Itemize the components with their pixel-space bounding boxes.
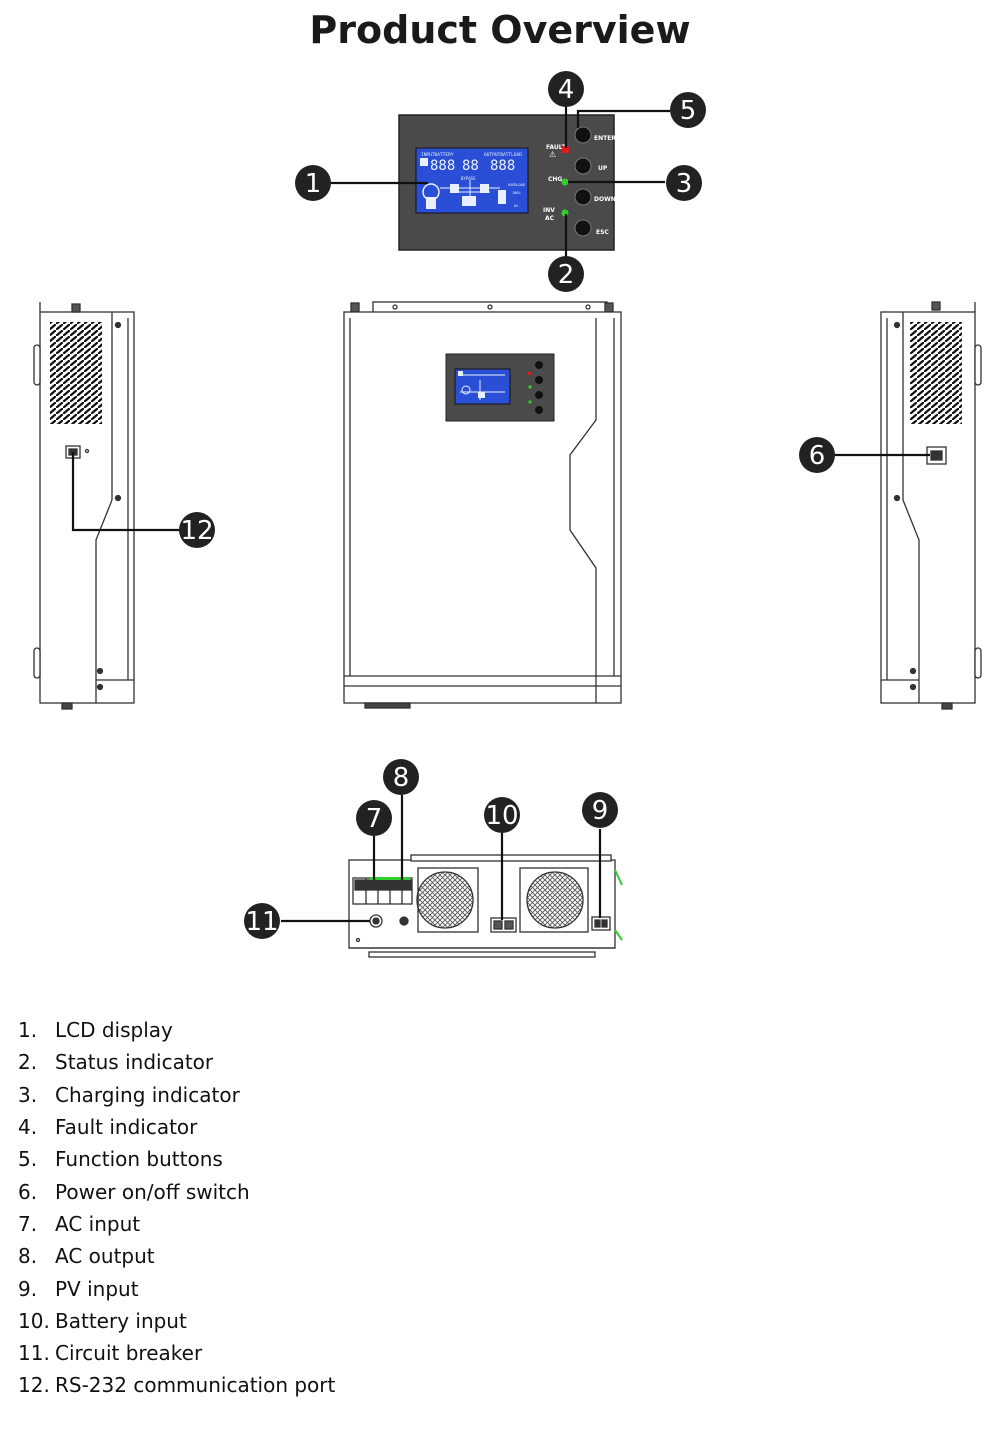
callout-9: 9	[582, 792, 618, 828]
ac-terminal-block	[352, 877, 413, 905]
lcd-load-icon	[498, 190, 506, 204]
svg-text:4: 4	[558, 75, 575, 105]
svg-text:11: 11	[245, 907, 278, 937]
left-side-view	[33, 302, 135, 710]
callout-8: 8	[383, 759, 419, 795]
legend-item: 12.RS-232 communication port	[18, 1373, 336, 1398]
right-side-view	[880, 301, 982, 710]
callout-7: 7	[356, 800, 392, 836]
bottom-view	[348, 854, 623, 958]
svg-text:10: 10	[485, 801, 518, 831]
fan-left	[416, 871, 474, 929]
svg-text:1: 1	[305, 169, 322, 199]
inv-led-label: INV	[543, 207, 555, 214]
legend-item: 4.Fault indicator	[18, 1115, 198, 1140]
callout-11: 11	[244, 903, 280, 939]
front-control-panel	[445, 353, 555, 422]
product-diagram: INPUTBATTERY OUTPUTBATTLOAD 888 88 888 B…	[33, 71, 982, 958]
down-button[interactable]	[574, 188, 592, 206]
charging-led	[561, 178, 569, 186]
fault-led	[562, 146, 569, 153]
callout-leaders-top	[330, 106, 670, 258]
fan-right	[526, 871, 584, 929]
legend-item: 9.PV input	[18, 1276, 139, 1301]
callout-leader-12	[71, 452, 183, 532]
lcd-input-battery-label: INPUTBATTERY	[421, 152, 454, 158]
lcd-inverter-icon	[450, 184, 459, 193]
lcd-digits-left: 888	[430, 158, 455, 174]
left-vent-grille	[50, 322, 102, 424]
right-vent-grille	[910, 322, 962, 424]
svg-text:5: 5	[680, 96, 697, 126]
legend-item: 3.Charging indicator	[18, 1082, 240, 1107]
lcd-pct-0: 0%	[514, 204, 519, 208]
svg-text:8: 8	[393, 763, 410, 793]
callout-2: 2	[548, 256, 584, 292]
callout-1: 1	[295, 165, 331, 201]
callout-5: 5	[670, 92, 706, 128]
lcd-pct-100: 100%	[512, 191, 521, 195]
legend-item: 6.Power on/off switch	[18, 1179, 250, 1204]
svg-text:9: 9	[592, 796, 609, 826]
callout-4: 4	[548, 71, 584, 107]
svg-text:12: 12	[180, 516, 213, 546]
lcd-charger-icon	[480, 184, 489, 193]
chg-led-label: CHG	[548, 176, 562, 183]
warning-icon: ⚠	[549, 150, 556, 159]
legend-item: 7.AC input	[18, 1211, 141, 1236]
page-title: Product Overview	[309, 8, 691, 52]
callout-leaders-bottom	[281, 795, 602, 923]
ac-led-label: AC	[545, 215, 555, 222]
legend-item: 2.Status indicator	[18, 1050, 214, 1075]
down-button-label: DOWN	[594, 196, 616, 203]
esc-button-label: ESC	[596, 229, 609, 236]
legend-item: 10.Battery input	[18, 1308, 187, 1333]
lcd-battery-icon	[462, 196, 476, 206]
enter-button[interactable]	[574, 126, 592, 144]
lcd-bypass: BYPASS	[461, 176, 476, 181]
legend-item: 5.Function buttons	[18, 1147, 223, 1172]
component-legend: 1.LCD display 2.Status indicator 3.Charg…	[18, 1014, 335, 1402]
esc-button[interactable]	[574, 219, 592, 237]
legend-item: 8.AC output	[18, 1244, 155, 1269]
svg-text:2: 2	[558, 260, 575, 290]
enter-button-label: ENTER	[594, 135, 616, 142]
lcd-setting-icon	[420, 158, 428, 166]
lcd-overload: OVERLOAD	[508, 183, 525, 187]
lcd-digits-right: 888	[490, 158, 515, 174]
front-bolt-right	[604, 302, 614, 313]
svg-text:7: 7	[366, 804, 383, 834]
fault-led-label: FAULT	[546, 144, 567, 151]
callout-6: 6	[799, 437, 835, 473]
legend-item: 1.LCD display	[18, 1018, 173, 1043]
callout-3: 3	[666, 165, 702, 201]
up-button[interactable]	[574, 157, 592, 175]
lcd-digits-mid: 88	[462, 158, 479, 174]
svg-text:3: 3	[676, 169, 693, 199]
up-button-label: UP	[598, 165, 608, 172]
front-bolt-left	[350, 302, 360, 313]
lcd-solar-icon	[426, 197, 436, 209]
svg-text:6: 6	[809, 441, 826, 471]
lcd-output-label: OUTPUTBATTLOAD	[484, 152, 522, 158]
callout-10: 10	[484, 797, 520, 833]
legend-item: 11.Circuit breaker	[18, 1341, 203, 1366]
callout-12: 12	[179, 512, 215, 548]
